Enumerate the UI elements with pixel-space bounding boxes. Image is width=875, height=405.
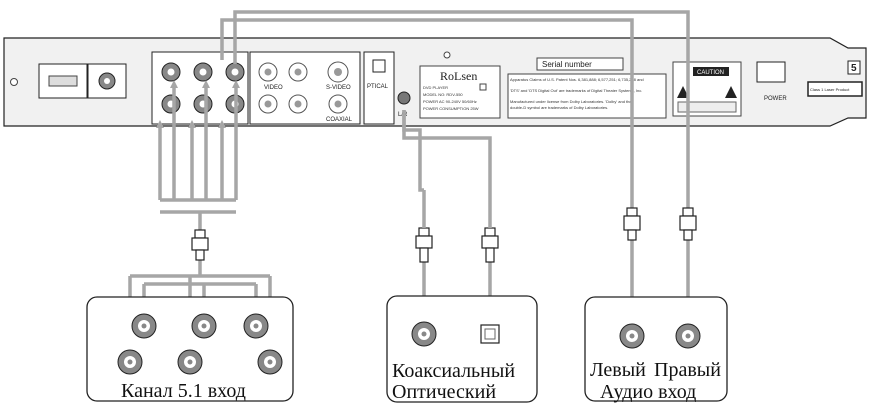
plug-right-icon (679, 215, 697, 231)
lr-jack-icon (397, 91, 411, 105)
cable-51-bundle-top (160, 198, 236, 230)
screw-icon (443, 51, 451, 59)
plug-coax-icon (418, 227, 430, 237)
plug-coax-icon (415, 235, 433, 249)
power-switch (756, 61, 786, 83)
patent-line-1: Apparatus Claims of U.S. Patent Nos. 6,3… (510, 77, 644, 82)
target-digital-panel: Коаксиальный Оптический (386, 295, 538, 403)
video-block: VIDEO S-VIDEO COAXIAL (249, 51, 361, 125)
plug-optical-icon (484, 227, 496, 237)
warning-triangle-icon (677, 86, 689, 98)
target-audio-panel: Левый Правый Аудио вход (584, 296, 728, 403)
power-label: POWER (764, 96, 787, 102)
patent-line-3: Manufactured under license from Dolby La… (510, 99, 632, 104)
model-line-2: MODEL NO: RDV-550 (423, 92, 463, 97)
plug-coax-icon (419, 247, 429, 263)
page-number: 5 (851, 63, 857, 74)
power-block: POWER (756, 61, 787, 102)
cable-coax (402, 110, 424, 316)
plug-51-icon (195, 249, 205, 261)
model-line-4: POWER CONSUMPTION 25W (423, 106, 479, 111)
class-laser-label: Class 1 Laser Product (810, 87, 850, 92)
plug-right-icon (682, 207, 694, 217)
audio-in-label: Аудио вход (600, 381, 696, 403)
optical-label: Оптический (392, 381, 496, 403)
plug-left-icon (626, 207, 638, 217)
plug-51-icon (194, 229, 206, 239)
coax-label: Коаксиальный (392, 360, 515, 382)
audio-out-block (151, 51, 249, 125)
plug-51-icon (191, 237, 209, 251)
plug-optical-icon (481, 235, 499, 249)
right-label: Правый (654, 359, 721, 381)
plug-right-icon (683, 229, 693, 241)
plug-optical-icon (485, 247, 495, 263)
video-label: VIDEO (264, 85, 283, 91)
brand-logo: RoLsen (440, 69, 477, 83)
model-line-3: POWER AC 90-240V 50/60Hz (423, 99, 477, 104)
target-51-panel: Канал 5.1 вход (86, 296, 294, 402)
patent-line-2: 'DTS' and 'DTS Digital Out' are trademar… (510, 88, 642, 93)
player-rear-panel: VIDEO S-VIDEO COAXIAL PTICAL L/R RoLsen … (3, 37, 867, 127)
model-label-plate: RoLsen DVD PLAYER MODEL NO: RDV-550 POWE… (419, 65, 501, 119)
svideo-label: S-VIDEO (326, 85, 351, 91)
channel51-label: Канал 5.1 вход (121, 380, 246, 402)
optical-out-jack-icon (372, 59, 386, 73)
cable-optical (402, 110, 490, 318)
model-line-1: DVD PLAYER (423, 85, 448, 90)
caution-text: CAUTION (697, 70, 724, 76)
patent-line-4: double-D symbol are trademarks of Dolby … (510, 105, 608, 110)
optical-out-block: PTICAL (363, 51, 395, 125)
optical-panel-label: PTICAL (367, 84, 389, 90)
plug-left-icon (623, 215, 641, 231)
serial-label: Serial number (542, 60, 592, 69)
mount-hole-icon (10, 78, 18, 86)
coaxial-label: COAXIAL (326, 117, 353, 123)
plug-left-icon (627, 229, 637, 241)
caution-label: CAUTION (672, 61, 742, 117)
cable-51-bus (130, 274, 270, 286)
patent-label-plate: Serial number Apparatus Claims of U.S. P… (507, 57, 667, 119)
warning-triangle-icon (725, 86, 737, 98)
left-label: Левый (590, 359, 646, 381)
target-51-jacks (117, 313, 283, 375)
plugs (191, 207, 697, 263)
mic-block (38, 63, 127, 99)
